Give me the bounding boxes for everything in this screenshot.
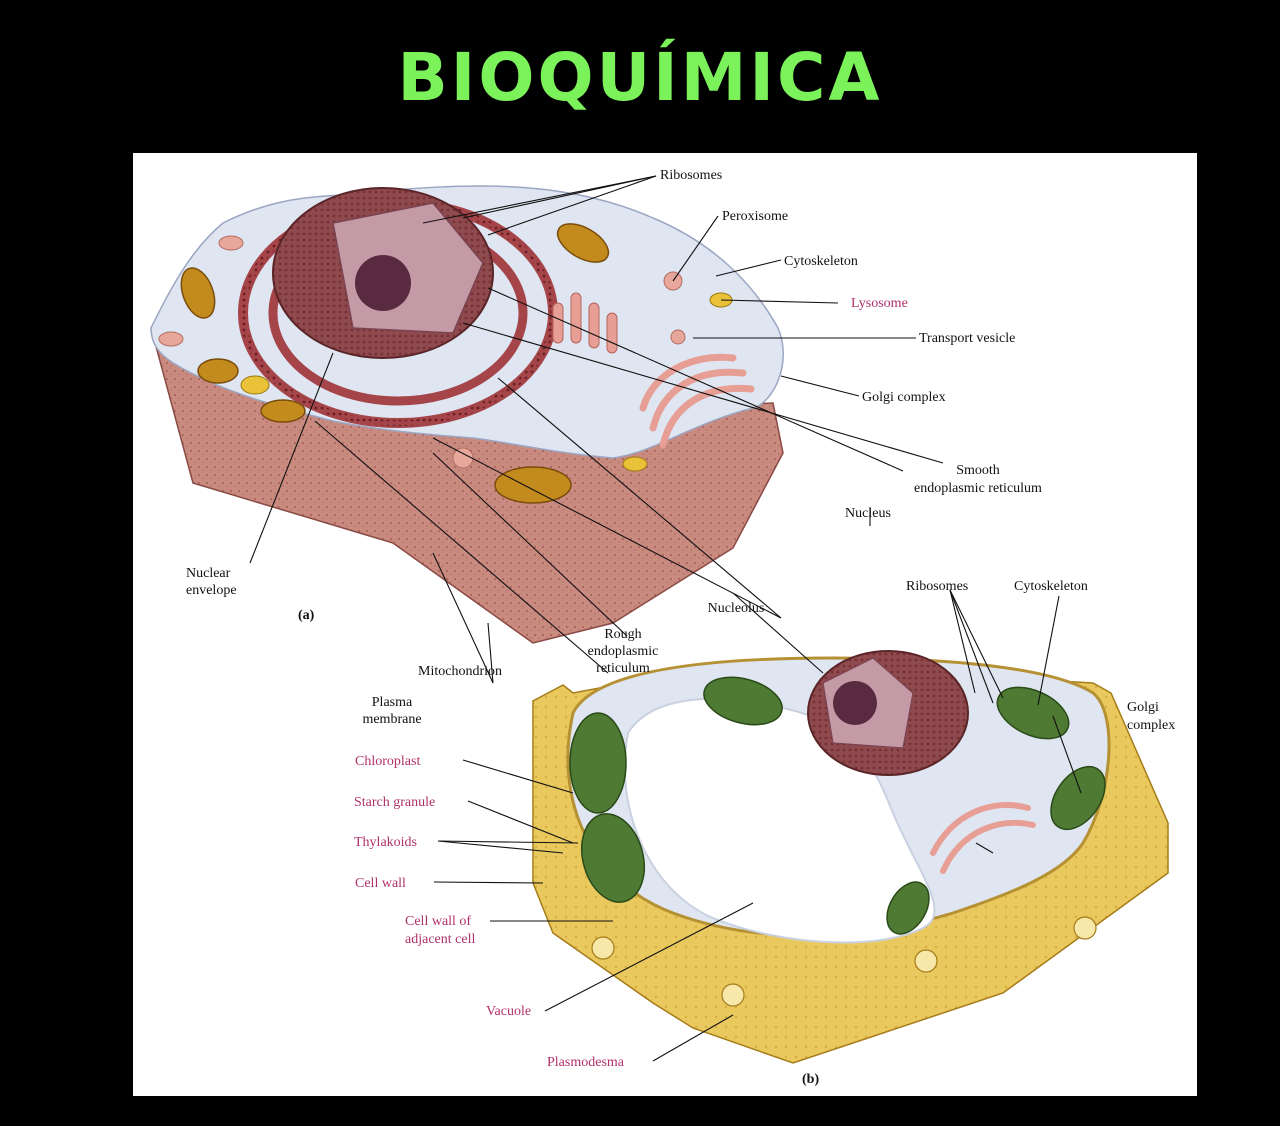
label-plasmodesma: Plasmodesma [547, 1055, 625, 1070]
label-plasma-membrane-line1: Plasma [372, 695, 413, 710]
label-transport-vesicle: Transport vesicle [919, 331, 1015, 346]
label-adjacent-wall-line1: Cell wall of [405, 914, 471, 929]
label-nucleolus: Nucleolus [708, 601, 765, 616]
cell-diagram: Ribosomes Peroxisome Cytoskeleton Lysoso… [150, 168, 1175, 1087]
panel-label-a: (a) [298, 608, 315, 623]
label-adjacent-wall-line2: adjacent cell [405, 932, 475, 947]
plant-cell-illustration [532, 650, 1169, 1064]
label-ribosomes-a: Ribosomes [660, 168, 722, 183]
label-cell-wall: Cell wall [355, 876, 406, 891]
leader-lines [249, 175, 1082, 1062]
cell-diagram-panel: Ribosomes Peroxisome Cytoskeleton Lysoso… [133, 153, 1197, 1096]
label-lysosome: Lysosome [851, 296, 908, 311]
plant-golgi [930, 802, 1036, 874]
label-chloroplast: Chloroplast [355, 754, 420, 769]
label-starch-granule: Starch granule [354, 795, 435, 810]
label-nuclear-envelope-line2: envelope [186, 583, 237, 598]
nucleolus [355, 255, 411, 311]
label-mitochondrion: Mitochondrion [418, 664, 502, 679]
plant-chloroplasts [569, 676, 1106, 935]
label-rough-er-line1: Rough [604, 627, 641, 642]
label-golgi-complex-b-line2: complex [1127, 718, 1175, 733]
label-cytoskeleton-b: Cytoskeleton [1014, 579, 1088, 594]
label-ribosomes-b: Ribosomes [906, 579, 968, 594]
label-smooth-er-line1: Smooth [956, 463, 1000, 478]
animal-golgi [639, 353, 755, 449]
label-golgi-complex-b-line1: Golgi [1127, 700, 1159, 715]
label-nucleus: Nucleus [845, 506, 891, 521]
animal-labels: Ribosomes Peroxisome Cytoskeleton Lysoso… [186, 168, 1042, 727]
page-title: BIOQUÍMICA [397, 39, 883, 116]
panel-label-b: (b) [802, 1072, 819, 1087]
label-golgi-complex-a: Golgi complex [862, 390, 946, 405]
plant-labels: Ribosomes Cytoskeleton Golgi complex Chl… [354, 579, 1175, 1087]
plasmodesmata [591, 916, 1097, 1007]
animal-smooth-er [552, 292, 618, 354]
label-rough-er-line3: reticulum [596, 661, 650, 676]
animal-cell-illustration [150, 185, 784, 644]
label-plasma-membrane-line2: membrane [362, 712, 421, 727]
label-nuclear-envelope-line1: Nuclear [186, 566, 231, 581]
label-thylakoids: Thylakoids [354, 835, 417, 850]
plant-nucleolus [833, 681, 877, 725]
label-smooth-er-line2: endoplasmic reticulum [914, 481, 1042, 496]
label-vacuole: Vacuole [486, 1004, 531, 1019]
label-cytoskeleton-a: Cytoskeleton [784, 254, 858, 269]
animal-mitochondria [180, 223, 610, 504]
label-rough-er-line2: endoplasmic [588, 644, 659, 659]
label-peroxisome: Peroxisome [722, 209, 788, 224]
